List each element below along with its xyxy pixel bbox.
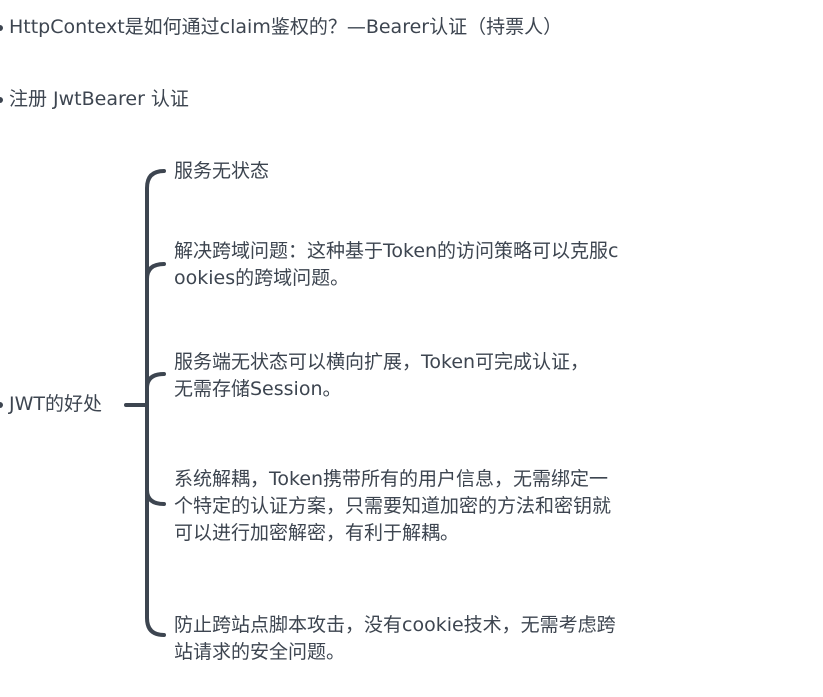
benefit-decoupling[interactable]: 系统解耦，Token携带所有的用户信息，无需绑定一个特定的认证方案，只需要知道加… bbox=[174, 468, 612, 544]
topic-bullet bbox=[0, 402, 3, 408]
topic-register-jwtbearer[interactable]: 注册 JwtBearer 认证 bbox=[9, 88, 189, 110]
benefit-stateless[interactable]: 服务无状态 bbox=[174, 160, 270, 182]
connector-branch bbox=[145, 372, 166, 390]
topic-jwt-benefits[interactable]: JWT的好处 bbox=[9, 393, 102, 415]
benefit-cross-domain[interactable]: 解决跨域问题：这种基于Token的访问策略可以克服cookies的跨域问题。 bbox=[174, 240, 619, 289]
benefit-horizontal-scaling[interactable]: 服务端无状态可以横向扩展，Token可完成认证，无需存储Session。 bbox=[174, 351, 590, 400]
topic-bullet bbox=[0, 97, 3, 103]
connector-spine bbox=[145, 169, 166, 637]
benefit-xss-prevention[interactable]: 防止跨站点脚本攻击，没有cookie技术，无需考虑跨站请求的安全问题。 bbox=[174, 614, 616, 663]
topic-bullet bbox=[0, 25, 3, 31]
topic-httpcontext-claim[interactable]: HttpContext是如何通过claim鉴权的？—Bearer认证（持票人） bbox=[9, 16, 563, 38]
connector-branch bbox=[145, 262, 166, 281]
connector-branch bbox=[145, 488, 166, 506]
